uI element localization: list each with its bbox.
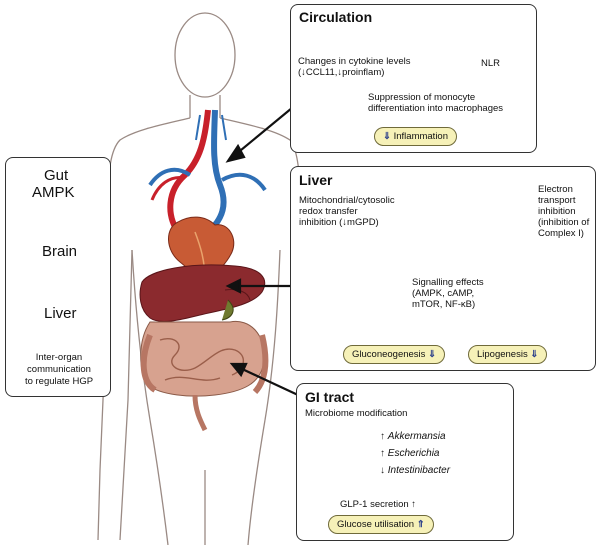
gut-label: Gut	[44, 167, 69, 184]
glp1-text: GLP-1 secretion ↑	[340, 499, 416, 510]
up-arrow-icon: ↑	[380, 431, 385, 442]
text-line: Signalling effects	[412, 277, 484, 288]
brain-label: Brain	[42, 243, 78, 260]
text-line: Changes in cytokine levels	[298, 56, 411, 67]
pill-label: Lipogenesis	[477, 349, 528, 360]
pointer-arrows	[225, 102, 300, 396]
caption-line: communication	[27, 364, 91, 375]
bacteria-name: Akkermansia	[387, 431, 446, 442]
text-line: (AMPK, cAMP,	[412, 288, 475, 299]
monocyte-text: Suppression of monocyte differentiation …	[368, 92, 503, 114]
lipogenesis-pill: Lipogenesis ⇓	[468, 345, 548, 364]
down-arrow-icon: ⇓	[383, 131, 391, 142]
caption-line: to regulate HGP	[24, 376, 94, 387]
text-line: (↓CCL11,↓proinflam)	[298, 67, 385, 78]
circulation-title: Circulation	[299, 9, 373, 25]
glp1-label: GLP-1 secretion	[340, 499, 409, 510]
caption-line: Inter-organ	[35, 352, 83, 363]
text-line: Suppression of monocyte	[368, 92, 476, 103]
bacteria-item: ↓ Intestinibacter	[380, 462, 450, 479]
inflammation-pill: ⇓ Inflammation	[374, 127, 457, 146]
liver-label-left: Liver	[44, 305, 77, 322]
up-arrow-icon: ⇑	[416, 519, 425, 530]
gi-tract-panel	[296, 383, 514, 541]
etc-text: Electron transport inhibition (inhibitio…	[538, 184, 589, 239]
up-arrow-icon: ↑	[380, 448, 385, 459]
text-line: Electron	[538, 184, 573, 195]
down-arrow-icon: ⇓	[530, 349, 539, 360]
inter-organ-caption: Inter-organ communication to regulate HG…	[12, 352, 106, 388]
blood-vessels	[148, 109, 267, 237]
redox-text: Mitochondrial/cytosolic redox transfer i…	[299, 195, 395, 228]
bacteria-name: Intestinibacter	[387, 465, 451, 476]
liver-title: Liver	[299, 172, 333, 188]
ampk-label: AMPK	[32, 184, 75, 201]
text-line: Mitochondrial/cytosolic	[299, 195, 395, 206]
nlr-label: NLR	[481, 58, 501, 69]
bacteria-list: ↑ Akkermansia ↑ Escherichia ↓ Intestinib…	[380, 428, 450, 479]
text-line: inhibition	[538, 206, 576, 217]
text-line: inhibition (↓mGPD)	[299, 217, 379, 228]
pill-label: Inflammation	[393, 131, 448, 142]
text-line: transport	[538, 195, 576, 206]
microbiome-text: Microbiome modification	[305, 408, 408, 419]
text-line: mTOR, NF-κB)	[412, 299, 476, 310]
signalling-text: Signalling effects (AMPK, cAMP, mTOR, NF…	[412, 277, 484, 310]
bacteria-item: ↑ Escherichia	[380, 445, 450, 462]
up-arrow-icon: ↑	[411, 499, 417, 510]
pill-label: Glucose utilisation	[337, 519, 415, 530]
gluconeogenesis-pill: Gluconeogenesis ⇓	[343, 345, 446, 364]
liver-panel	[290, 166, 596, 371]
pill-label: Gluconeogenesis	[352, 349, 426, 360]
intestine-organ	[140, 320, 269, 432]
glucose-utilisation-pill: Glucose utilisation ⇑	[328, 515, 434, 534]
bacteria-item: ↑ Akkermansia	[380, 428, 450, 445]
bacteria-name: Escherichia	[387, 448, 440, 459]
inter-organ-panel	[5, 157, 111, 397]
text-line: differentiation into macrophages	[368, 103, 504, 114]
text-line: (inhibition of	[538, 217, 590, 228]
text-line: redox transfer	[299, 206, 358, 217]
cytokine-text: Changes in cytokine levels (↓CCL11,↓proi…	[298, 56, 410, 78]
down-arrow-icon: ↓	[380, 465, 385, 476]
liver-organ	[139, 264, 266, 322]
gi-title: GI tract	[305, 389, 355, 405]
down-arrow-icon: ⇓	[428, 349, 437, 360]
text-line: Complex I)	[538, 228, 584, 239]
